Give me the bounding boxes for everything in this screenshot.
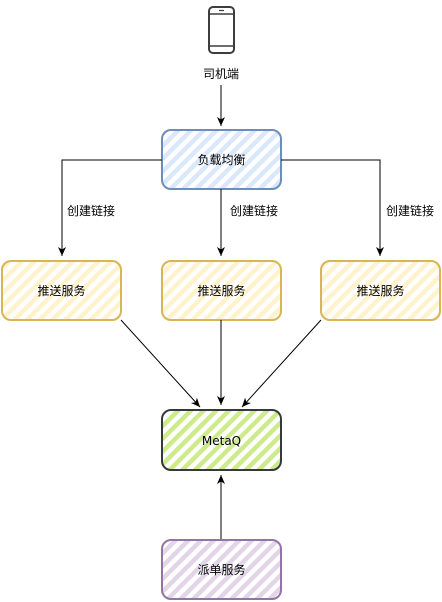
metaq-label: MetaQ (202, 434, 241, 448)
edge-label-bg-left (64, 201, 122, 219)
metaq-node: MetaQ (161, 409, 282, 471)
edge-label-left: 创建链接 (67, 203, 115, 218)
push-service-left-box (1, 260, 122, 321)
push-service-right-box (320, 260, 441, 321)
edge-lb-to-push-service-left (58, 159, 162, 256)
push-service-right-label: 推送服务 (356, 283, 404, 298)
push-service-center-label: 推送服务 (197, 283, 245, 298)
push-service-center-node: 推送服务 (161, 260, 282, 321)
client-node: 司机端 (203, 6, 239, 81)
edge-label-center: 创建链接 (230, 203, 278, 218)
mobile-phone-icon (208, 6, 235, 54)
edge-lb-to-push-service-right (281, 159, 384, 256)
edge-push-right-to-metaq (241, 319, 322, 408)
load-balancer-label: 负载均衡 (197, 153, 245, 167)
push-service-right-node: 推送服务 (320, 260, 441, 321)
dispatch-service-box (161, 539, 282, 600)
edge-label-bg-center (225, 201, 283, 219)
push-service-left-label: 推送服务 (37, 283, 85, 298)
load-balancer-node: 负载均衡 (161, 129, 282, 190)
dispatch-service-node: 派单服务 (161, 539, 282, 600)
edge-label-right: 创建链接 (386, 203, 434, 218)
client-label: 司机端 (203, 67, 239, 81)
push-service-left-node: 推送服务 (1, 260, 122, 321)
metaq-box (161, 409, 282, 471)
edge-label-bg-right (382, 201, 440, 219)
edge-push-left-to-metaq (120, 319, 201, 408)
dispatch-service-label: 派单服务 (197, 562, 245, 577)
